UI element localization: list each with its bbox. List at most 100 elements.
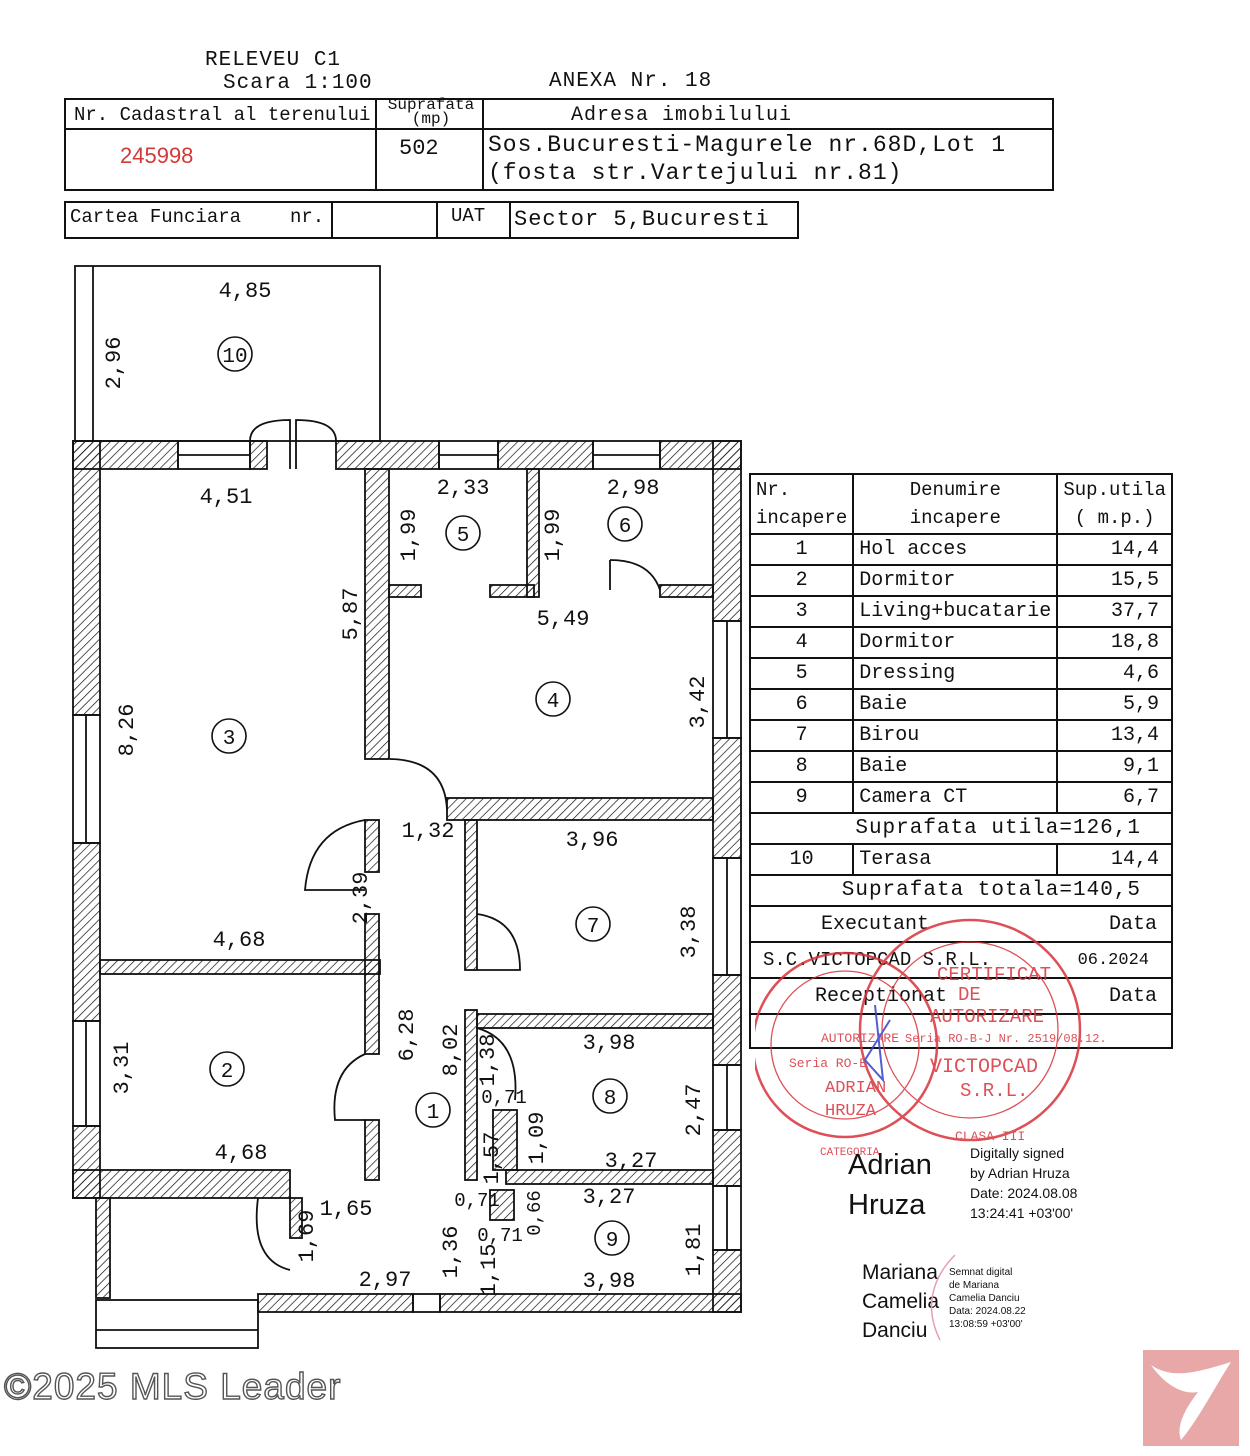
room-number-6: 6 [619, 516, 632, 539]
sig1-name-line2: Hruza [848, 1189, 926, 1221]
area-value: 502 [399, 136, 439, 161]
legend-room-area: 18,8 [1056, 626, 1173, 659]
signature-scribble-icon [863, 1004, 891, 1083]
area-header: Suprafata (mp) [387, 96, 475, 128]
land-registry-table: Cartea Funciara nr. UAT Sector 5,Bucures… [64, 201, 799, 239]
legend-head-sup: Sup.utila ( m.p.) [1056, 473, 1173, 535]
authorization-stamp: CERTIFICAT DE AUTORIZARE Seria RO-B-J Nr… [755, 918, 1105, 1159]
sig2-text-line5: 13:08:59 +03'00' [949, 1319, 1023, 1330]
legend-grand-total: Suprafata totala=140,5 [749, 874, 1173, 907]
legend-room-area: 5,9 [1056, 688, 1173, 721]
stamp-person-2: HRUZA [825, 1102, 877, 1121]
dim-8-02: 8,02 [439, 1024, 464, 1077]
legend-room-name: Living+bucatarie [852, 595, 1059, 628]
dim-bedroom4-depth: 3,42 [686, 676, 711, 729]
stamp-company: VICTOPCAD [930, 1056, 1038, 1079]
dim-1-36: 1,36 [439, 1226, 464, 1279]
legend-data-label-2: Data [1057, 977, 1173, 1015]
legend-useful-total: Suprafata utila=126,1 [749, 812, 1173, 845]
legend-room-area: 4,6 [1056, 657, 1173, 690]
dim-dressing-width: 2,33 [437, 476, 490, 501]
legend-executant-date: 06.2024 [1057, 941, 1173, 979]
dim-0-71-a: 0,71 [481, 1087, 527, 1109]
legend-room-area: 9,1 [1056, 750, 1173, 783]
stamp-class: CLASA III [955, 1129, 1025, 1144]
room-number-4: 4 [547, 691, 560, 714]
signature-2-text: Semnat digital de Mariana Camelia Danciu… [949, 1266, 1026, 1331]
stamp-category: CATEGORIA [820, 1147, 880, 1159]
dim-bedroom4-width: 5,49 [537, 607, 590, 632]
signature-1-name: Adrian Hruza [848, 1145, 932, 1225]
sig1-text-line1: Digitally signed [970, 1145, 1065, 1161]
stamp-inner-series: Seria RO-B [789, 1056, 867, 1071]
document-scale: Scara 1:100 [223, 72, 373, 95]
cadastral-nr-value: 245998 [120, 143, 194, 168]
legend-room-area: 14,4 [1056, 843, 1173, 876]
stamp-autorizare: AUTORIZARE [930, 1006, 1044, 1028]
legend-head-nr: Nr. incapere [748, 473, 855, 535]
legend-head-name: Denumire incapere [853, 473, 1058, 535]
dim-living-bottom: 4,68 [213, 928, 266, 953]
legend-nr: 2 [748, 564, 855, 597]
dim-bath8-depth: 2,47 [682, 1084, 707, 1137]
address-line-1: Sos.Bucuresti-Magurele nr.68D,Lot 1 [488, 132, 1007, 158]
stamp-company-2: S.R.L. [960, 1080, 1028, 1102]
dim-bath8-bottom: 3,27 [605, 1149, 658, 1174]
mls-leader-logo-icon [1143, 1350, 1239, 1446]
dim-entry-bottom: 2,97 [359, 1268, 412, 1293]
dim-1-69: 1,69 [295, 1210, 320, 1263]
dim-2-39: 2,39 [349, 872, 374, 925]
stamp-certificat: CERTIFICAT [937, 964, 1051, 986]
room-number-9: 9 [606, 1230, 619, 1253]
address-header: Adresa imobilului [571, 104, 793, 127]
sig2-text-line3: Camelia Danciu [949, 1293, 1020, 1304]
dim-terrace-width: 4,85 [219, 279, 272, 304]
sig2-text-line1: Semnat digital [949, 1267, 1013, 1278]
room-number-3: 3 [223, 728, 236, 751]
sig2-text-line2: de Mariana [949, 1280, 1000, 1291]
cadastral-table: Nr. Cadastral al terenului Suprafata (mp… [64, 96, 1054, 191]
dim-0-66: 0,66 [524, 1190, 546, 1236]
uat-value: Sector 5,Bucuresti [514, 207, 770, 232]
sig2-text-line4: Data: 2024.08.22 [949, 1306, 1026, 1317]
dim-5-87: 5,87 [339, 588, 364, 641]
legend-nr: 5 [748, 657, 855, 690]
sig1-text-line3: Date: 2024.08.08 [970, 1185, 1078, 1201]
legend-room-name: Hol acces [852, 533, 1059, 566]
legend-room-name: Dormitor [852, 564, 1059, 597]
dim-1-15: 1,15 [477, 1244, 502, 1297]
dim-living-depth: 8,26 [115, 704, 140, 757]
legend-room-name: Camera CT [852, 781, 1059, 814]
dim-bath8-width: 3,98 [583, 1031, 636, 1056]
rooms-legend-table: Nr. incapere Denumire incapere Sup.utila… [748, 473, 1173, 1049]
signature-stroke-icon [930, 1254, 956, 1341]
dim-ct-top: 3,27 [583, 1185, 636, 1210]
dim-0-71-c: 0,71 [477, 1225, 523, 1247]
dim-0-71-b: 0,71 [454, 1190, 500, 1212]
dim-ct-bottom: 3,98 [583, 1269, 636, 1294]
dim-ct-depth: 1,81 [682, 1224, 707, 1277]
dim-bedroom2-depth: 3,31 [110, 1042, 135, 1095]
stamp-series: Seria RO-B-J Nr. 2519/08.12.2022 [905, 1032, 1105, 1046]
dim-bath6-depth: 1,99 [541, 509, 566, 562]
legend-nr: 8 [748, 750, 855, 783]
sig1-name-line1: Adrian [848, 1149, 932, 1181]
dim-1-57: 1,57 [480, 1132, 505, 1185]
land-registry-nr-label: nr. [290, 206, 325, 228]
wall-bottom-left [72, 1169, 291, 1199]
sig2-name-line2: Camelia [862, 1290, 940, 1313]
legend-nr: 9 [748, 781, 855, 814]
dim-dressing-depth: 1,99 [397, 509, 422, 562]
dim-1-09: 1,09 [525, 1112, 550, 1165]
wall-left [72, 440, 101, 716]
legend-nr: 6 [748, 688, 855, 721]
signature-2-name: Mariana Camelia Danciu [862, 1258, 939, 1345]
